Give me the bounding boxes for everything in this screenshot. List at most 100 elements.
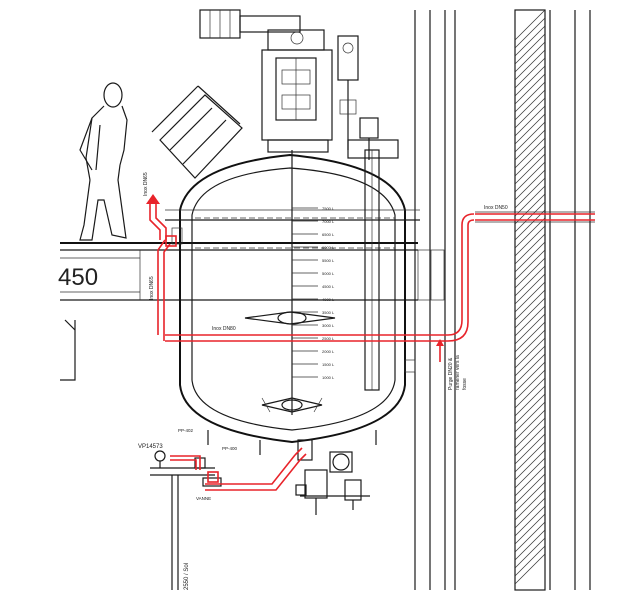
hatch-line — [514, 553, 546, 585]
floor-slab: 450 — [58, 242, 418, 381]
hatch-line — [514, 89, 546, 121]
hatch-line — [514, 97, 546, 129]
hatch-line — [514, 481, 546, 513]
pipe-tag-2: PP-400 — [222, 446, 238, 451]
hatch-line — [514, 177, 546, 209]
hatch-line — [514, 473, 546, 505]
floor-level-label: 450 — [58, 264, 98, 291]
hatch-line — [514, 33, 546, 65]
hatch-line — [514, 441, 546, 473]
hatch-line — [514, 513, 546, 545]
hatch-line — [514, 65, 546, 97]
hatch-line — [514, 137, 546, 169]
hatch-line — [514, 113, 546, 145]
hatch-line — [514, 321, 546, 353]
bottom-valves — [295, 439, 370, 515]
hatch-line — [514, 545, 546, 577]
hatch-line — [514, 169, 546, 201]
hatch-line — [514, 9, 546, 41]
level-label: 3000 L — [322, 323, 335, 328]
purge-note-line-3: fosse — [462, 378, 468, 390]
level-label: 6500 L — [322, 232, 335, 237]
hatch-line — [514, 425, 546, 457]
hatch-line — [514, 393, 546, 425]
hatch-line — [514, 465, 546, 497]
hatch-line — [514, 273, 546, 305]
manway-nozzle — [151, 85, 243, 179]
top-right-nozzles — [337, 35, 399, 160]
level-label: 1000 L — [322, 375, 335, 380]
hatch-line — [514, 297, 546, 329]
hatch-line — [514, 417, 546, 449]
hatch-line — [514, 337, 546, 369]
level-label: 6000 L — [322, 245, 335, 250]
hatch-line — [514, 49, 546, 81]
level-label: 7500 L — [322, 206, 335, 211]
level-label: 2500 L — [322, 336, 335, 341]
hatch-line — [514, 209, 546, 241]
purge-note: Purge DN20 & ramener vers la fosse — [448, 355, 468, 390]
level-label: 3500 L — [322, 310, 335, 315]
elevation-label: 2550 / Sol — [184, 563, 190, 590]
hatch-line — [514, 25, 546, 57]
hatch-line — [514, 433, 546, 465]
hatch-line — [514, 401, 546, 433]
hatch-line — [514, 353, 546, 385]
highlighted-piping — [146, 194, 595, 491]
valve-tag: VP14573 — [138, 444, 163, 450]
label-top-right-line: Inox DN50 — [484, 205, 508, 211]
hatch-line — [514, 505, 546, 537]
hatch-line — [514, 193, 546, 225]
hatch-line — [514, 201, 546, 233]
person-silhouette — [79, 82, 128, 241]
pipe-tag-3: VANNE — [196, 496, 211, 501]
hatch-line — [514, 121, 546, 153]
hatch-line — [514, 409, 546, 441]
level-label: 4000 L — [322, 297, 335, 302]
reactor-vessel — [165, 149, 420, 455]
hatch-line — [514, 281, 546, 313]
label-left-vertical-line: Inox DN65 — [149, 276, 155, 300]
hatch-line — [514, 521, 546, 553]
hatch-line — [514, 185, 546, 217]
level-label: 4500 L — [322, 284, 335, 289]
hatch-line — [514, 265, 546, 297]
hatch-line — [514, 377, 546, 409]
hatch-line — [514, 41, 546, 73]
hatch-line — [514, 457, 546, 489]
hatch-line — [514, 361, 546, 393]
hatch-line — [514, 153, 546, 185]
level-label: 1500 L — [322, 362, 335, 367]
hatch-line — [514, 385, 546, 417]
hatch-line — [514, 257, 546, 289]
hatch-line — [514, 313, 546, 345]
hatch-line — [514, 449, 546, 481]
hatch-line — [514, 105, 546, 137]
hatch-line — [514, 217, 546, 249]
hatch-line — [514, 73, 546, 105]
hatch-line — [514, 161, 546, 193]
hatch-line — [514, 225, 546, 257]
label-inlet-line: Inox DN65 — [143, 172, 149, 196]
hatch-line — [514, 369, 546, 401]
hatch-line — [514, 537, 546, 569]
hatch-line — [514, 241, 546, 273]
hatch-line — [514, 289, 546, 321]
column-hatching — [514, 9, 546, 585]
hatch-line — [514, 57, 546, 89]
hatch-line — [514, 529, 546, 561]
pipe-tag-1: PP-402 — [178, 428, 194, 433]
agitator-drive — [199, 9, 333, 153]
hatch-line — [514, 81, 546, 113]
hatch-line — [514, 489, 546, 521]
level-labels: 7500 L 7000 L 6500 L 6000 L 5500 L 5000 L 4500… — [322, 206, 335, 380]
label-center-line: Inox DN80 — [212, 326, 236, 332]
hatch-line — [514, 329, 546, 361]
level-label: 5500 L — [322, 258, 335, 263]
level-label: 5000 L — [322, 271, 335, 276]
level-label: 7000 L — [322, 219, 335, 224]
hatch-line — [514, 145, 546, 177]
hatch-line — [514, 497, 546, 529]
hatch-line — [514, 233, 546, 265]
